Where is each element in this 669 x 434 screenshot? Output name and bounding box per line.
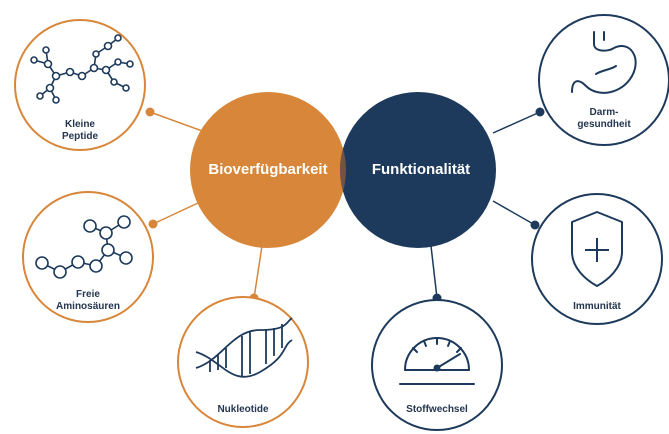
darmgesundheit-line1: Darm-	[589, 107, 619, 118]
amino-chain-icon	[35, 215, 133, 279]
connector-kleine-peptide	[149, 111, 206, 133]
connector-immunitaet	[492, 200, 536, 226]
connector-nukleotide	[253, 245, 263, 299]
darmgesundheit-line2: gesundheit	[577, 119, 631, 130]
kleine-peptide-label: Kleine Peptide	[40, 119, 120, 143]
connector-darmgesundheit	[492, 111, 541, 134]
stomach-icon	[571, 31, 637, 94]
nukleotide-label: Nukleotide	[217, 404, 269, 415]
freie-aminosaeuren-line2: Aminosäuren	[56, 301, 120, 312]
molecule-network-icon	[30, 34, 134, 104]
stoffwechsel-label: Stoffwechsel	[406, 404, 468, 415]
immunitaet-label: Immunität	[573, 301, 621, 312]
kleine-peptide-line2: Peptide	[61, 131, 99, 142]
shield-plus-icon	[571, 211, 623, 287]
bioverfuegbarkeit-circle	[190, 92, 346, 248]
freie-aminosaeuren-label: Freie Aminosäuren	[43, 289, 133, 313]
dna-helix-icon	[195, 317, 293, 378]
funktionalitaet-label: Funktionalität	[371, 161, 471, 178]
connector-freie-aminosaeuren	[152, 202, 199, 225]
dot-darmgesundheit	[535, 107, 545, 117]
bioverfuegbarkeit-label: Bioverfügbarkeit	[208, 161, 328, 178]
freie-aminosaeuren-line1: Freie	[76, 289, 100, 300]
speedometer-icon	[399, 337, 475, 385]
node-circle-darmgesundheit	[538, 14, 669, 146]
darmgesundheit-label: Darm- gesundheit	[564, 107, 644, 131]
funktionalitaet-circle	[340, 92, 496, 248]
dot-kleine-peptide	[145, 107, 155, 117]
dot-freie-aminosaeuren	[148, 219, 158, 229]
connector-stoffwechsel	[430, 245, 438, 299]
dot-immunitaet	[530, 220, 540, 230]
kleine-peptide-line1: Kleine	[64, 119, 95, 130]
